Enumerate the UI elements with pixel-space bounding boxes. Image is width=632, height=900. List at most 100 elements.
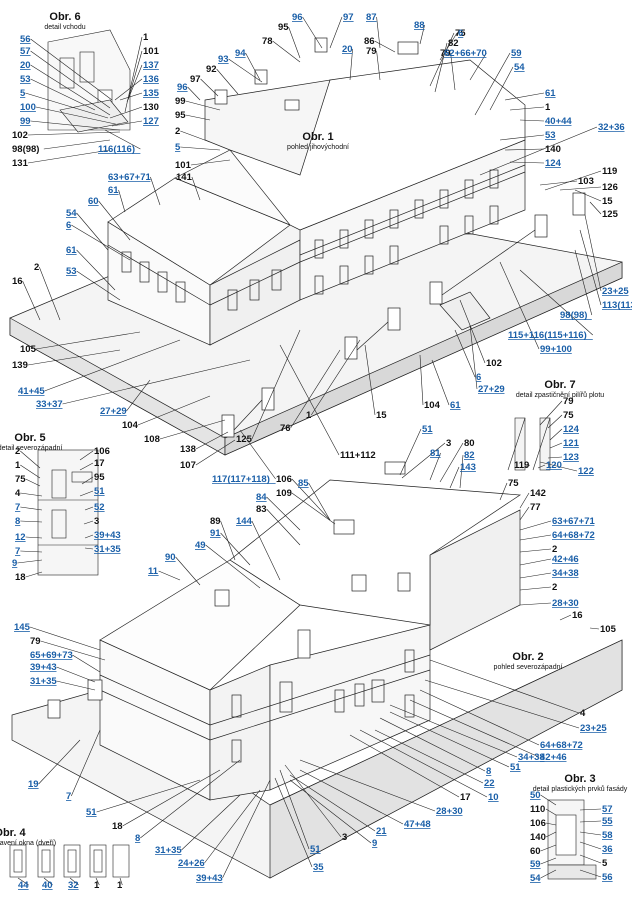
leader-line — [545, 831, 557, 838]
part-label: 127 — [143, 116, 159, 127]
leader-line — [299, 759, 436, 812]
leader-line — [574, 249, 593, 316]
leader-line — [545, 822, 557, 826]
part-label: 7 — [15, 546, 20, 557]
part-label: 2 — [175, 126, 180, 137]
part-label: 84 — [256, 492, 267, 503]
part-label: 35 — [313, 862, 324, 873]
leader-line — [187, 86, 201, 101]
leader-line — [119, 92, 143, 101]
leader-line — [104, 129, 141, 150]
part-label: 79 — [30, 636, 41, 647]
leader-line — [419, 24, 425, 45]
part-label: 90 — [165, 552, 176, 563]
leader-line — [329, 16, 343, 49]
part-label: 102 — [486, 358, 502, 369]
part-label: 18 — [112, 821, 123, 832]
leader-line — [44, 339, 181, 392]
part-label: 65+69+73 — [30, 650, 73, 661]
part-label: 15 — [602, 196, 613, 207]
part-label: 143 — [460, 462, 476, 473]
part-label: 53 — [66, 266, 77, 277]
leader-line — [30, 120, 121, 131]
part-label: 31+35 — [155, 845, 182, 856]
leader-line — [289, 774, 376, 832]
part-label: 119 — [602, 166, 617, 177]
obr1-building — [9, 37, 623, 456]
leader-line — [579, 841, 602, 850]
part-label: 141 — [176, 172, 193, 183]
part-label: 126 — [602, 182, 618, 193]
part-label: 139 — [12, 360, 28, 371]
leader-line — [519, 520, 552, 531]
leader-line — [25, 478, 41, 487]
leader-line — [114, 78, 143, 101]
part-label: 75 — [455, 28, 466, 39]
leader-line — [374, 729, 484, 784]
part-label: 98(98) — [560, 310, 587, 321]
part-label: 33+37 — [36, 399, 63, 410]
part-label: 1 — [94, 880, 100, 891]
part-label: 99 — [20, 116, 31, 127]
part-label: 20 — [20, 60, 31, 71]
leader-line — [291, 478, 331, 521]
leader-line — [449, 466, 460, 489]
leader-line — [519, 119, 545, 122]
part-label: 97 — [343, 12, 354, 23]
leader-line — [311, 339, 361, 416]
part-label: 105 — [20, 344, 37, 355]
figure-title: Obr. 2 — [512, 651, 543, 663]
leader-line — [399, 428, 422, 476]
part-label: 2 — [34, 262, 39, 273]
part-label: 55 — [602, 816, 613, 827]
part-label: 51 — [94, 486, 105, 497]
part-label: 61 — [108, 185, 119, 196]
part-label: 102 — [12, 130, 28, 141]
leader-line — [419, 689, 540, 746]
leader-line — [302, 16, 323, 49]
part-label: 3 — [94, 516, 99, 527]
part-label: 113(113+114) — [602, 300, 632, 311]
leader-line — [539, 400, 563, 426]
part-label: 96 — [292, 12, 303, 23]
leader-line — [349, 48, 353, 81]
leader-line — [245, 52, 261, 81]
part-label: 80 — [464, 438, 475, 449]
leader-line — [519, 602, 552, 606]
part-label: 56 — [20, 34, 31, 45]
part-label: 106 — [276, 474, 292, 485]
part-label: 1 — [143, 32, 149, 43]
part-label: 1 — [306, 410, 312, 421]
leader-line — [429, 659, 580, 714]
leader-line — [22, 280, 41, 321]
part-label: 8 — [486, 766, 491, 777]
leader-line — [180, 146, 221, 151]
leader-line — [266, 508, 301, 546]
leader-lines — [17, 16, 602, 886]
part-label: 75 — [15, 474, 26, 485]
leader-line — [122, 769, 221, 827]
part-label: 34+38 — [518, 752, 545, 763]
part-label: 91 — [210, 528, 221, 539]
part-label: 125 — [236, 434, 253, 445]
part-label: 18 — [15, 572, 26, 583]
leader-line — [200, 78, 219, 97]
part-label: 40 — [42, 880, 53, 891]
figure-subtitle: postup sestavení okna (dveří) — [0, 840, 56, 847]
part-label: 5 — [602, 858, 608, 869]
part-label: 32+36 — [598, 122, 625, 133]
leader-line — [299, 769, 404, 825]
leader-line — [499, 261, 540, 350]
part-label: 36 — [602, 844, 613, 855]
leader-line — [191, 176, 201, 201]
part-label: 75 — [508, 478, 519, 489]
leader-line — [79, 462, 94, 471]
part-label: 51 — [422, 424, 433, 435]
part-label: 23+25 — [580, 723, 607, 734]
leader-line — [429, 32, 455, 87]
part-label: 8 — [15, 516, 20, 527]
leader-line — [540, 869, 557, 879]
part-label: 54 — [66, 208, 77, 219]
part-label: 2 — [552, 582, 557, 593]
